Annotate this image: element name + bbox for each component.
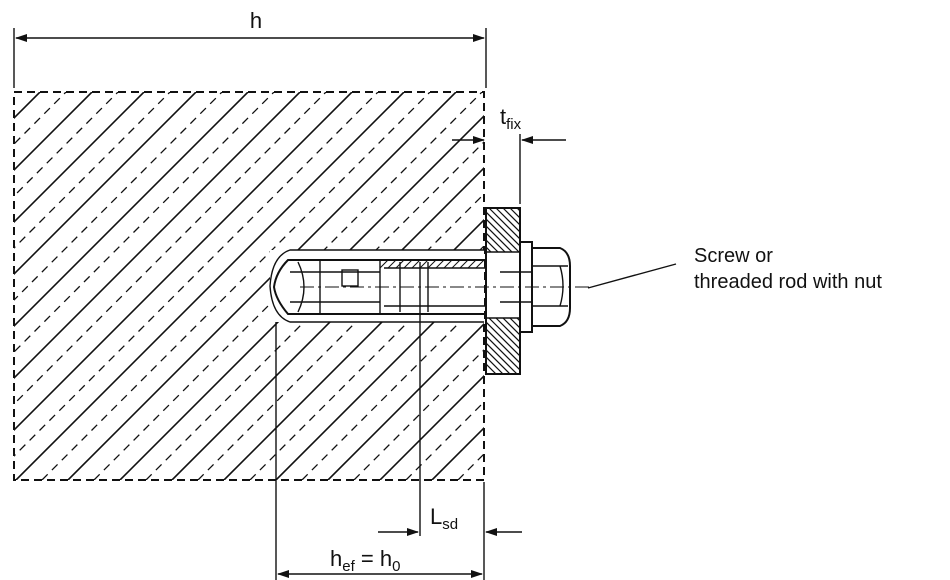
plate-hatch-line — [486, 232, 506, 252]
hatch-line — [14, 92, 353, 432]
plate-hatch-line — [488, 318, 520, 350]
label-hef: hef = h0 — [330, 546, 400, 575]
hatch-line — [14, 92, 197, 276]
hatch-line-dashed — [145, 141, 484, 480]
thread-line — [443, 259, 453, 269]
thread-line — [387, 259, 397, 269]
hatch-line-dashed — [14, 92, 379, 457]
callout-line-1: Screw or — [694, 245, 773, 267]
thread-line — [411, 259, 421, 269]
hex-nut — [531, 247, 571, 327]
plate-hatch-line — [516, 208, 520, 212]
hatch-line — [327, 322, 484, 480]
plate-hatch-line — [486, 225, 513, 252]
dimension-tfix: tfix — [452, 104, 566, 204]
thread-line — [451, 259, 461, 269]
plate-hatch-line — [486, 328, 520, 364]
dimension-h: h — [13, 8, 487, 88]
plate-hatch-line — [486, 321, 520, 357]
plate-hatch-line — [545, 208, 589, 252]
hatch-line-dashed — [249, 245, 484, 480]
plate-hatch-line — [486, 335, 520, 371]
thread-line — [379, 259, 389, 269]
plate-hatch-line — [495, 208, 520, 233]
thread-line — [435, 259, 445, 269]
hatch-line — [379, 374, 484, 480]
thread-line — [419, 259, 429, 269]
plate-hatch-line — [524, 208, 568, 252]
plate-hatch-line — [552, 208, 596, 252]
dimension-hef: hef = h0 — [275, 322, 485, 580]
thread-line — [427, 259, 437, 269]
fixture-plate — [440, 207, 615, 375]
plate-hatch-line — [502, 208, 520, 226]
hatch-line — [14, 92, 249, 328]
plate-hatch-line — [440, 208, 484, 252]
hatch-line-dashed — [93, 92, 483, 480]
hatch-line — [14, 92, 145, 224]
plate-hatch-line — [559, 208, 603, 252]
hatch-line-dashed — [353, 349, 484, 480]
plate-hatch-line — [486, 349, 511, 374]
plate-hatch-line — [538, 208, 582, 252]
hatch-line-dashed — [301, 297, 484, 480]
thread-line — [403, 259, 413, 269]
drill-hole — [269, 249, 484, 323]
callout-line-2: threaded rod with nut — [694, 271, 882, 293]
hatch-line — [67, 92, 457, 480]
hatch-line-dashed — [197, 193, 484, 480]
thread-line — [467, 259, 477, 269]
plate-hatch-line — [488, 208, 520, 240]
plate-hatch-line — [486, 218, 520, 252]
plate-hatch-line — [486, 356, 504, 374]
plate-hatch-line — [495, 318, 520, 343]
hatch-line-dashed — [14, 92, 119, 197]
plate-hatch-line — [486, 239, 499, 252]
plate-hatch-line — [509, 208, 520, 219]
plate-hatch-line — [486, 211, 520, 247]
hatch-line-dashed — [41, 92, 431, 480]
hatch-line-dashed — [14, 92, 15, 93]
hatch-line — [14, 92, 93, 172]
hatch-line — [14, 92, 301, 380]
callout: Screw or threaded rod with nut — [587, 245, 882, 293]
drill-hole-outline — [269, 249, 484, 323]
plate-hatch-line — [486, 342, 518, 374]
plate-hatch-line — [559, 318, 615, 374]
hatch-line-dashed — [405, 401, 484, 480]
label-lsd: Lsd — [430, 504, 458, 533]
hatch-line — [15, 92, 405, 480]
plate-hatch-line — [531, 208, 575, 252]
thread-line — [459, 259, 469, 269]
label-h: h — [250, 8, 262, 33]
plate-hatch-line — [502, 318, 520, 336]
callout-leader — [587, 263, 677, 289]
dimension-lsd: Lsd — [378, 262, 522, 536]
thread-line — [475, 259, 485, 269]
label-tfix: tfix — [500, 104, 522, 133]
